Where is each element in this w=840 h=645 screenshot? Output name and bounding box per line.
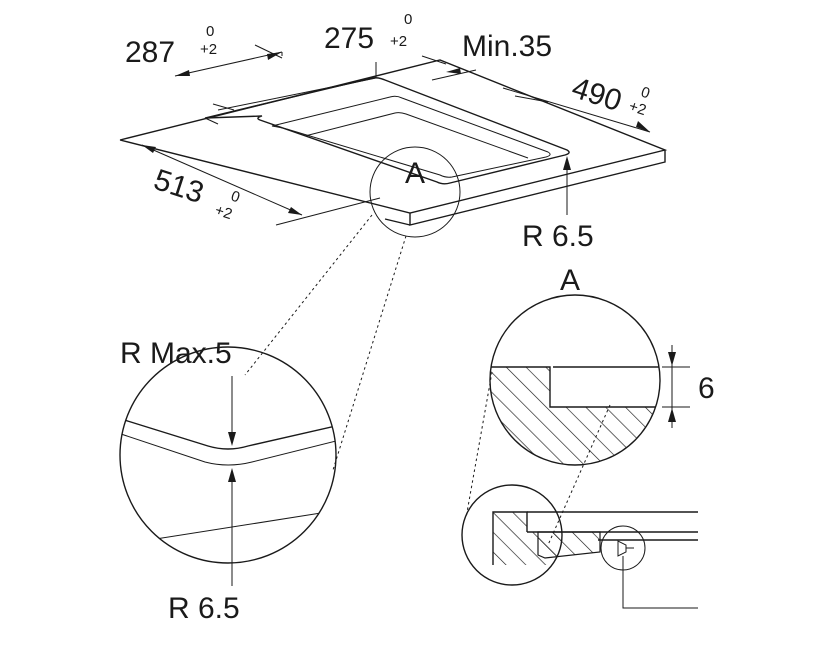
dim-490-tol-lower: +2 xyxy=(627,98,649,119)
worktop-isometric xyxy=(119,59,668,226)
dim-287-value: 287 xyxy=(125,36,175,69)
dim-287: 287 0 +2 xyxy=(125,23,283,111)
radius-top-callout: R 6.5 xyxy=(522,156,594,253)
dim-513-tol-upper: 0 xyxy=(229,188,242,207)
detail-left: R Max.5 R 6.5 xyxy=(119,337,337,625)
detail-right-a: A 6 xyxy=(489,264,715,466)
dim-275: 275 0 +2 xyxy=(217,11,412,111)
detail-small xyxy=(461,484,698,609)
dim-513: 513 0 +2 xyxy=(141,144,381,226)
dim-275-tol-upper: 0 xyxy=(404,11,412,28)
radius-bottom-label: R 6.5 xyxy=(168,592,240,625)
detail-marker-a: A xyxy=(369,146,461,238)
dim-min35-label: Min.35 xyxy=(462,30,552,63)
r-max-label: R Max.5 xyxy=(120,337,232,370)
thickness-label: 6 xyxy=(698,372,715,405)
dim-287-tol-lower: +2 xyxy=(200,41,217,58)
dim-275-tol-lower: +2 xyxy=(390,33,407,50)
detail-marker-label: A xyxy=(405,157,425,190)
dim-490: 490 0 +2 xyxy=(502,71,652,133)
dim-min35: Min.35 xyxy=(421,30,552,81)
dim-275-value: 275 xyxy=(324,22,374,55)
dim-490-value: 490 xyxy=(568,71,626,118)
dim-513-tol-lower: +2 xyxy=(213,202,235,223)
dim-287-tol-upper: 0 xyxy=(206,23,214,40)
radius-top-label: R 6.5 xyxy=(522,220,594,253)
detail-title: A xyxy=(560,264,580,297)
